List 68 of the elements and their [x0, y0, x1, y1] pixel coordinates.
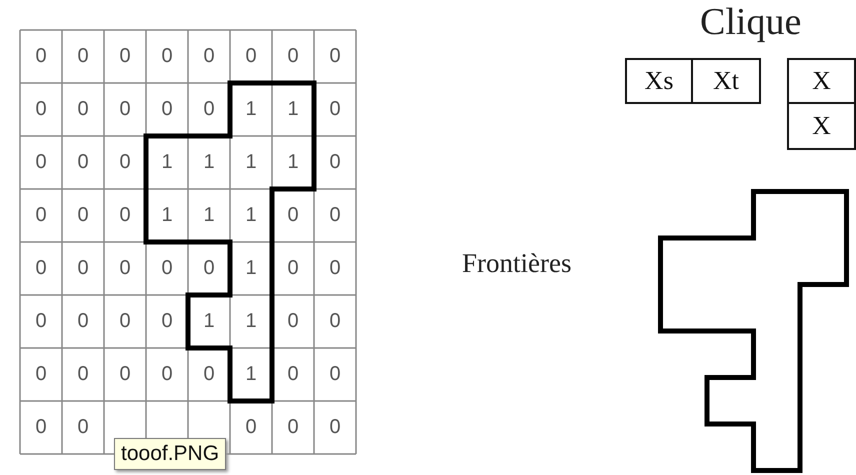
grid-value: 0 — [202, 256, 216, 281]
grid-value: 0 — [202, 97, 216, 122]
grid-value: 0 — [76, 203, 90, 228]
grid-value: 1 — [244, 309, 258, 334]
grid-value: 0 — [328, 44, 342, 69]
grid-value: 0 — [328, 256, 342, 281]
grid-value: 0 — [34, 415, 48, 440]
grid-value: 0 — [202, 362, 216, 387]
grid-value: 0 — [286, 203, 300, 228]
grid-value: 0 — [118, 44, 132, 69]
grid-value: 0 — [118, 362, 132, 387]
grid-value: 0 — [34, 203, 48, 228]
variable-box: Xs — [625, 58, 693, 104]
grid-value: 1 — [202, 150, 216, 175]
grid-value: 0 — [118, 256, 132, 281]
grid-value: 1 — [244, 362, 258, 387]
grid-value: 1 — [286, 150, 300, 175]
grid-value: 0 — [76, 150, 90, 175]
grid-value: 0 — [286, 256, 300, 281]
grid-value: 1 — [160, 203, 174, 228]
grid-value: 0 — [76, 44, 90, 69]
boundary-label: Frontières — [462, 248, 572, 279]
grid-value: 1 — [160, 150, 174, 175]
grid-value: 0 — [118, 97, 132, 122]
grid-value: 0 — [34, 309, 48, 334]
variable-box: Xt — [691, 58, 761, 104]
grid-value: 0 — [34, 362, 48, 387]
grid-value: 0 — [160, 362, 174, 387]
grid-value: 0 — [244, 415, 258, 440]
variable-box: X — [787, 102, 856, 150]
grid-value: 0 — [328, 150, 342, 175]
grid-value: 0 — [34, 44, 48, 69]
grid-value: 0 — [76, 256, 90, 281]
grid-value: 0 — [118, 309, 132, 334]
heading: Clique — [700, 0, 802, 44]
grid-value: 0 — [118, 150, 132, 175]
grid-value: 0 — [34, 256, 48, 281]
grid-value: 0 — [118, 203, 132, 228]
grid-value: 0 — [76, 362, 90, 387]
variable-box: X — [787, 58, 856, 104]
grid-value: 1 — [244, 150, 258, 175]
grid-value: 0 — [160, 97, 174, 122]
tooltip: tooof.PNG — [114, 438, 226, 470]
grid-value: 1 — [244, 256, 258, 281]
grid-value: 1 — [244, 97, 258, 122]
grid-value: 0 — [328, 203, 342, 228]
grid-value: 1 — [286, 97, 300, 122]
grid-value: 0 — [76, 415, 90, 440]
grid-value: 0 — [286, 415, 300, 440]
grid-value: 0 — [328, 362, 342, 387]
grid-value: 0 — [160, 309, 174, 334]
grid-value: 0 — [328, 97, 342, 122]
grid-value: 1 — [202, 203, 216, 228]
grid-value: 0 — [244, 44, 258, 69]
grid-value: 0 — [286, 309, 300, 334]
grid-value: 0 — [328, 309, 342, 334]
grid-value: 1 — [244, 203, 258, 228]
grid-value: 0 — [76, 309, 90, 334]
grid-value: 0 — [286, 44, 300, 69]
grid-value: 0 — [160, 44, 174, 69]
grid-value: 0 — [286, 362, 300, 387]
grid-value: 0 — [328, 415, 342, 440]
grid-value: 0 — [34, 97, 48, 122]
grid-value: 0 — [202, 44, 216, 69]
grid-value: 0 — [34, 150, 48, 175]
grid-value: 0 — [76, 97, 90, 122]
grid-value: 1 — [202, 309, 216, 334]
grid-value: 0 — [160, 256, 174, 281]
